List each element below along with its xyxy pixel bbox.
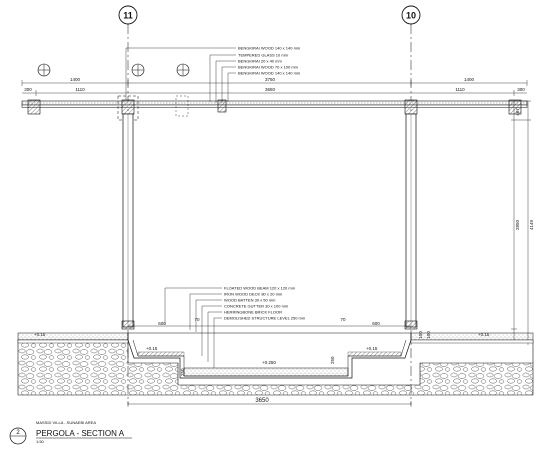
top-dimensions: 1400 1400 300 1110 3750 3650 1110 300 bbox=[21, 77, 528, 96]
grid-label-left: 11 bbox=[123, 11, 133, 21]
dim-low-mid: 250 bbox=[330, 356, 335, 364]
level-right-outer: +0.15 bbox=[478, 332, 490, 337]
bottom-dimension: 3650 bbox=[127, 398, 412, 407]
grid-label-right: 10 bbox=[406, 11, 416, 21]
floor-callout-2: IRON WOOD DECK 80 x 20 mm bbox=[224, 292, 283, 297]
drawing-title: PERGOLA - SECTION A bbox=[36, 429, 125, 438]
level-left-inner: +0.15 bbox=[146, 346, 158, 351]
dim-inner: 3650 bbox=[265, 87, 276, 92]
section-marker-2 bbox=[131, 63, 145, 77]
dim-top-right: 1400 bbox=[464, 77, 475, 82]
floor-callout-1: FLOATED WOOD BEAM 120 x 120 mm bbox=[224, 286, 296, 291]
roof-callout-1: BENGKIRAI WOOD 140 x 140 mm bbox=[238, 46, 301, 51]
dim-right-top: 467 bbox=[515, 108, 520, 116]
dim-low-left: 250 bbox=[180, 368, 185, 376]
floor-dimensions: 600 70 70 600 bbox=[128, 317, 411, 327]
dim-top-left: 1400 bbox=[70, 77, 81, 82]
roof-callout-2: TEMPERED GLASS 10 mm bbox=[238, 53, 289, 58]
dim-floor-right: 600 bbox=[372, 321, 380, 326]
floor-callouts: FLOATED WOOD BEAM 120 x 120 mm IRON WOOD… bbox=[164, 286, 306, 368]
level-right-inner: +0.15 bbox=[366, 346, 378, 351]
pergola-roof bbox=[21, 95, 528, 121]
drawing-scale: 1:50 bbox=[36, 439, 45, 444]
roof-callout-3: BENGKIRAI 20 x 40 mm bbox=[238, 59, 282, 64]
floor-callout-4: CONCRETE GUTTER 30 x 100 mm bbox=[224, 304, 289, 309]
project-name: MASSID VILLA - SUNAEBI AREA bbox=[36, 420, 96, 425]
roof-callout-5: BENGKIRAI WOOD 140 x 140 mm bbox=[238, 71, 301, 76]
dim-sub-l2: 1110 bbox=[75, 87, 85, 92]
roof-callout-4: BENGKIRAI WOOD 70 x 100 mm bbox=[238, 65, 299, 70]
drawing-number: 2 bbox=[16, 430, 20, 436]
dim-sub-l1: 300 bbox=[24, 87, 32, 92]
dim-bottom-overall: 3650 bbox=[255, 398, 269, 404]
floor-callout-5: HERRINGBONE BRICK FLOOR bbox=[224, 310, 282, 315]
section-marker-3 bbox=[176, 63, 190, 77]
level-left-outer: +0.15 bbox=[34, 332, 46, 337]
grid-line-11: 11 bbox=[118, 5, 138, 405]
levels: +0.15 +0.15 +0.250 +0.15 +0.15 250 250 bbox=[34, 332, 490, 376]
dim-right-total: 4149 bbox=[529, 219, 534, 230]
title-block: MASSID VILLA - SUNAEBI AREA 2 PERGOLA - … bbox=[9, 420, 132, 445]
dim-sub-r1: 1110 bbox=[455, 87, 465, 92]
roof-callouts: BENGKIRAI WOOD 140 x 140 mm TEMPERED GLA… bbox=[125, 46, 301, 103]
level-center: +0.250 bbox=[262, 360, 276, 365]
floor-callout-6: DEMOLISHED STRUCTURE LEVEL 250 mm bbox=[224, 316, 306, 321]
grid-line-10: 10 bbox=[401, 5, 421, 405]
dim-floor-small-l: 70 bbox=[194, 317, 200, 322]
dim-overall: 3750 bbox=[265, 77, 276, 82]
ground-section bbox=[17, 332, 534, 396]
dim-floor-left: 600 bbox=[158, 321, 166, 326]
dim-sub-r2: 300 bbox=[517, 87, 525, 92]
pergola-columns bbox=[121, 113, 418, 330]
floor-callout-3: WOOD BATTEN 30 x 50 mm bbox=[224, 298, 276, 303]
dim-floor-small-r: 70 bbox=[340, 317, 346, 322]
right-dimensions: 467 2850 4149 100 100 bbox=[418, 100, 534, 345]
dim-right-height: 2850 bbox=[515, 219, 520, 230]
section-marker-1 bbox=[37, 63, 51, 77]
